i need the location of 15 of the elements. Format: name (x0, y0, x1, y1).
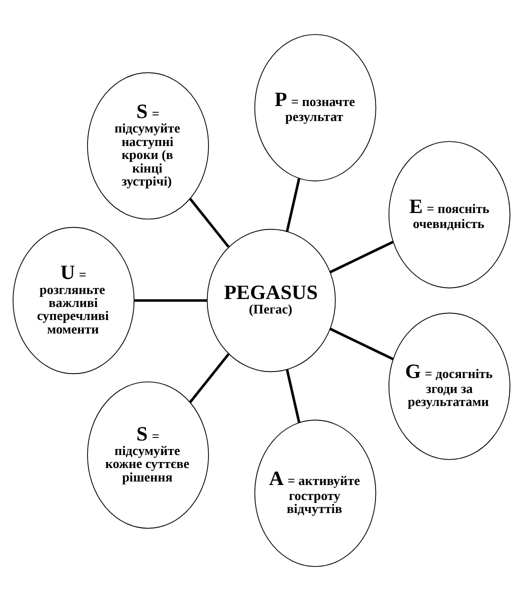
connector (188, 352, 230, 403)
connector (329, 327, 394, 360)
node-ellipse: P = позначте результат (254, 34, 376, 181)
node-ellipse: S = підсумуйте наступні кроки (в кінці зустрічі) (86, 72, 208, 220)
connector (134, 298, 207, 302)
node-ellipse: U = розгляньте важливі суперечливі моменти (12, 226, 134, 374)
node-ellipse: A = активуйте гостроту відчуттів (254, 419, 376, 566)
connector (329, 240, 394, 273)
connector (285, 178, 300, 232)
node-ellipse: G = досягніть згоди за результатами (388, 312, 510, 460)
connector (285, 368, 300, 422)
node-ellipse: PEGASUS (Пегас) (206, 228, 336, 372)
connector (188, 197, 230, 248)
node-ellipse: S = підсумуйте кожне суттєве рішення (86, 380, 208, 528)
node-ellipse: E = поясніть очевидність (388, 140, 510, 288)
